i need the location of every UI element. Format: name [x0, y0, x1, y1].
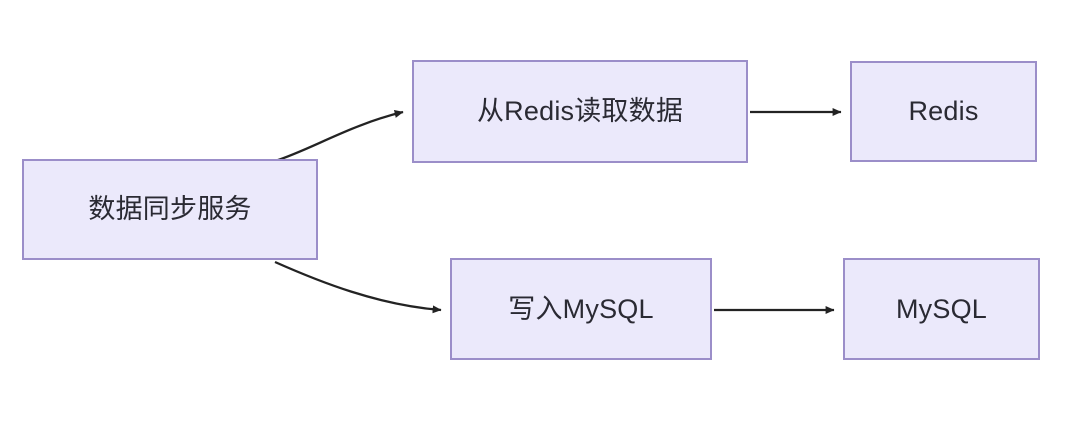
node-label: Redis — [908, 96, 979, 126]
node-read-from-redis[interactable]: 从Redis读取数据 — [412, 60, 748, 163]
edge-source-to-read-redis — [274, 110, 404, 163]
node-label: 写入MySQL — [508, 293, 654, 324]
node-redis[interactable]: Redis — [850, 61, 1037, 162]
node-data-sync-service[interactable]: 数据同步服务 — [22, 159, 318, 260]
node-write-to-mysql[interactable]: 写入MySQL — [450, 258, 712, 360]
node-label: MySQL — [895, 293, 988, 324]
node-mysql[interactable]: MySQL — [843, 258, 1040, 360]
node-label: 从Redis读取数据 — [476, 96, 684, 126]
edge-source-to-write-mysql — [274, 260, 442, 314]
node-label: 数据同步服务 — [88, 194, 252, 224]
